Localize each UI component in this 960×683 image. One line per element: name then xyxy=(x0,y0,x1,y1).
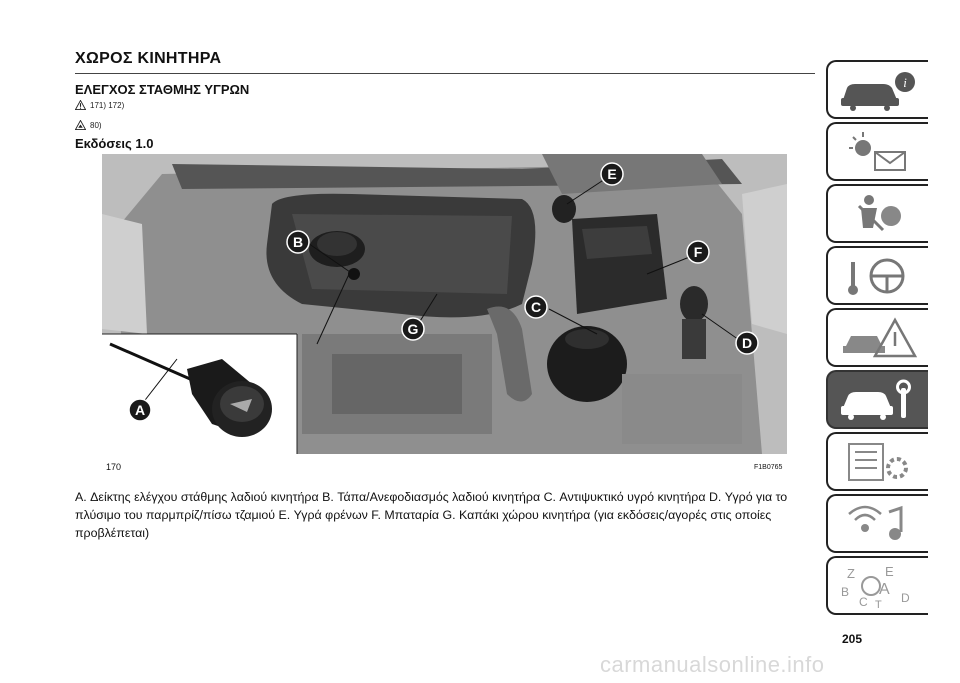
svg-text:G: G xyxy=(408,321,419,337)
engine-bay-figure: A B C D E F G xyxy=(102,154,787,454)
multimedia-icon xyxy=(848,505,903,540)
index-icon: Z E B A C D T xyxy=(841,564,910,610)
page-number: 205 xyxy=(842,632,863,646)
tab-emergency[interactable] xyxy=(826,308,928,367)
svg-text:T: T xyxy=(875,599,882,610)
svg-text:i: i xyxy=(903,75,907,90)
label-badge-e: E xyxy=(600,162,624,186)
tab-driving[interactable] xyxy=(826,246,928,305)
svg-text:A: A xyxy=(135,402,145,418)
tab-technical-data[interactable] xyxy=(826,432,928,491)
label-badge-a: A xyxy=(128,398,152,422)
svg-text:C: C xyxy=(859,595,868,609)
label-badge-b: B xyxy=(286,230,310,254)
safety-airbag-icon xyxy=(857,194,901,231)
svg-text:B: B xyxy=(841,585,849,599)
svg-text:C: C xyxy=(531,299,541,315)
tab-car-info[interactable]: i xyxy=(826,60,928,119)
label-badge-c: C xyxy=(524,295,548,319)
svg-text:F: F xyxy=(694,244,703,260)
version-heading: Εκδόσεις 1.0 xyxy=(75,136,154,151)
label-badge-f: F xyxy=(686,240,710,264)
technical-data-icon xyxy=(848,442,908,481)
svg-text:B: B xyxy=(293,234,303,250)
maintenance-icon xyxy=(841,379,911,420)
emergency-icon xyxy=(843,316,918,357)
warning-triangle-icon xyxy=(75,100,86,110)
figure-number: 170 xyxy=(106,462,122,472)
svg-text:E: E xyxy=(607,166,616,182)
tab-safety[interactable] xyxy=(826,184,928,243)
note-reference: 80) xyxy=(75,120,102,130)
steering-wheel-icon xyxy=(848,258,905,295)
subsection-title: ΕΛΕΓΧΟΣ ΣΤΑΘΜΗΣ ΥΓΡΩΝ xyxy=(75,82,250,97)
tab-maintenance[interactable] xyxy=(826,370,928,429)
svg-text:D: D xyxy=(742,335,752,351)
section-title: ΧΩΡΟΣ ΚΙΝΗΤΗΡΑ xyxy=(75,50,222,67)
svg-text:Z: Z xyxy=(847,566,855,581)
figure-code: F1B0765 xyxy=(754,464,783,471)
label-badge-g: G xyxy=(401,317,425,341)
label-badge-d: D xyxy=(735,331,759,355)
hand-note-icon xyxy=(75,120,86,130)
title-divider xyxy=(75,73,815,74)
warning-lights-icon xyxy=(849,131,906,171)
tab-index[interactable]: Z E B A C D T xyxy=(826,556,928,615)
warning-reference: 171) 172) xyxy=(75,100,124,110)
warning-reference-text: 171) 172) xyxy=(90,100,125,110)
svg-text:A: A xyxy=(879,581,890,598)
watermark: carmanualsonline.info xyxy=(600,652,825,677)
tab-multimedia[interactable] xyxy=(826,494,928,553)
tab-warning-lights[interactable] xyxy=(826,122,928,181)
note-reference-text: 80) xyxy=(90,120,102,130)
car-info-icon: i xyxy=(841,71,915,111)
svg-text:D: D xyxy=(901,591,910,605)
svg-text:E: E xyxy=(885,564,894,579)
figure-caption: A. Δείκτης ελέγχου στάθμης λαδιού κινητή… xyxy=(75,490,788,540)
